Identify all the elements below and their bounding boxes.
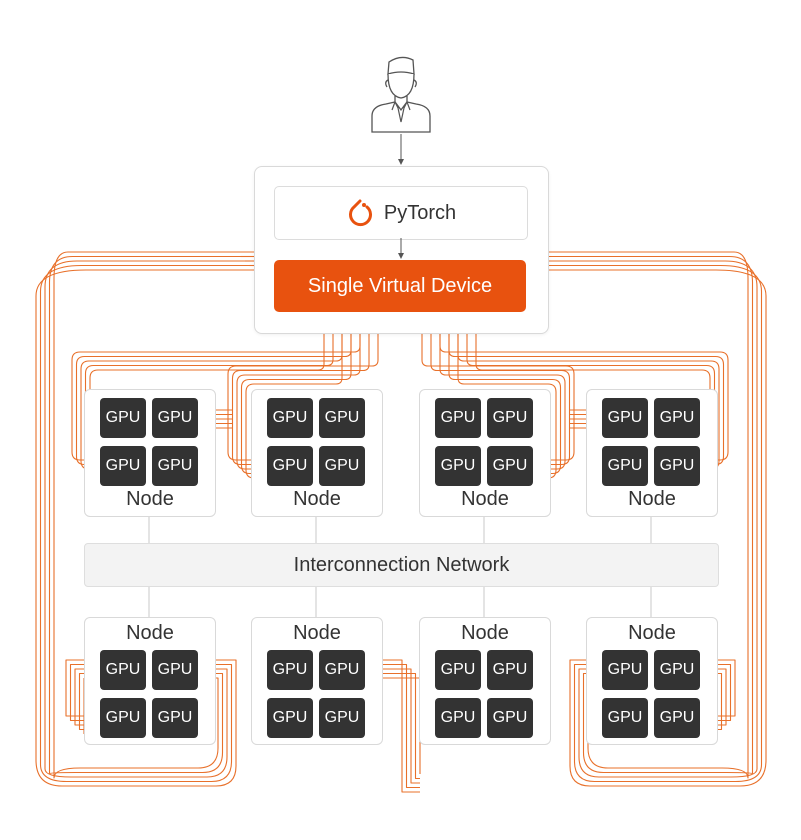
gpu-chip: GPU <box>152 698 198 738</box>
node-label: Node <box>628 622 676 644</box>
user-icon <box>371 56 431 133</box>
gpu-chip: GPU <box>267 446 313 486</box>
wire-panel-node-2 <box>245 332 343 479</box>
wire-panel-node-3 <box>448 332 562 475</box>
gpu-chip: GPU <box>435 698 481 738</box>
wire-right-outer <box>547 251 749 779</box>
wire-right-outer <box>547 264 763 783</box>
wire-center-bottom <box>381 672 420 780</box>
wire-right-node-bottom <box>717 663 732 722</box>
wire-center-bottom <box>381 677 421 774</box>
gpu-chip: GPU <box>602 446 648 486</box>
wire-left-outer <box>53 251 254 779</box>
gpu-chip: GPU <box>152 446 198 486</box>
wire-panel-node-2 <box>227 332 379 461</box>
wire-panel-node-1 <box>71 332 361 461</box>
arrow-pytorch-to-device <box>398 238 404 259</box>
gpu-chip: GPU <box>152 398 198 438</box>
pytorch-box: PyTorch <box>274 186 528 240</box>
gpu-chip: GPU <box>602 650 648 690</box>
pytorch-label: PyTorch <box>383 201 457 224</box>
gpu-chip: GPU <box>319 698 365 738</box>
gpu-chip: GPU <box>487 650 533 690</box>
virtual-device-label: Single Virtual Device <box>307 274 493 297</box>
gpu-chip: GPU <box>100 398 146 438</box>
wire-panel-node-2 <box>240 332 352 475</box>
wire-right-node-bottom <box>717 672 723 731</box>
wire-panel-node-4 <box>448 332 725 466</box>
arrow-user-to-panel <box>398 134 404 165</box>
wire-panel-node-2 <box>231 332 370 466</box>
node-label: Node <box>293 488 341 510</box>
wire-panel-node-4 <box>439 332 729 461</box>
gpu-chip: GPU <box>319 650 365 690</box>
wire-center-bottom <box>381 668 420 784</box>
wire-panel-node-3 <box>421 332 575 461</box>
wire-center-bottom <box>381 659 420 793</box>
wire-panel-node-1 <box>80 332 343 470</box>
gpu-chip: GPU <box>487 398 533 438</box>
node-label: Node <box>126 488 174 510</box>
wire-left-outer <box>35 269 254 787</box>
gpu-chip: GPU <box>654 650 700 690</box>
wire-panel-node-2 <box>236 332 361 470</box>
gpu-chip: GPU <box>602 698 648 738</box>
node-label: Node <box>461 622 509 644</box>
gpu-chip: GPU <box>487 446 533 486</box>
gpu-chip: GPU <box>654 698 700 738</box>
gpu-chip: GPU <box>319 398 365 438</box>
gpu-chip: GPU <box>267 650 313 690</box>
gpu-chip: GPU <box>435 650 481 690</box>
gpu-chip: GPU <box>602 398 648 438</box>
gpu-chip: GPU <box>319 446 365 486</box>
gpu-chip: GPU <box>487 698 533 738</box>
gpu-chip: GPU <box>267 398 313 438</box>
network-label: Interconnection Network <box>293 553 510 576</box>
wire-panel-node-1 <box>75 332 352 466</box>
single-virtual-device: Single Virtual Device <box>274 260 526 312</box>
node-label: Node <box>126 622 174 644</box>
node-label: Node <box>293 622 341 644</box>
interconnection-network: Interconnection Network <box>84 543 719 587</box>
gpu-chip: GPU <box>100 698 146 738</box>
gpu-chip: GPU <box>152 650 198 690</box>
wire-right-outer <box>547 260 758 778</box>
node-label: Node <box>628 488 676 510</box>
gpu-chip: GPU <box>435 398 481 438</box>
gpu-chip: GPU <box>100 446 146 486</box>
wire-left-node-bottom <box>78 672 84 731</box>
wire-left-outer <box>39 264 254 783</box>
gpu-chip: GPU <box>435 446 481 486</box>
wire-panel-node-3 <box>457 332 557 479</box>
wire-panel-node-3 <box>430 332 571 466</box>
gpu-chip: GPU <box>267 698 313 738</box>
wire-panel-node-3 <box>439 332 566 470</box>
wire-right-outer <box>547 269 767 787</box>
wire-left-node-bottom <box>69 663 84 722</box>
wire-left-outer <box>44 260 254 778</box>
gpu-chip: GPU <box>654 398 700 438</box>
gpu-chip: GPU <box>100 650 146 690</box>
gpu-chip: GPU <box>654 446 700 486</box>
wire-center-bottom <box>381 663 420 789</box>
node-label: Node <box>461 488 509 510</box>
pytorch-logo-icon <box>348 199 372 227</box>
